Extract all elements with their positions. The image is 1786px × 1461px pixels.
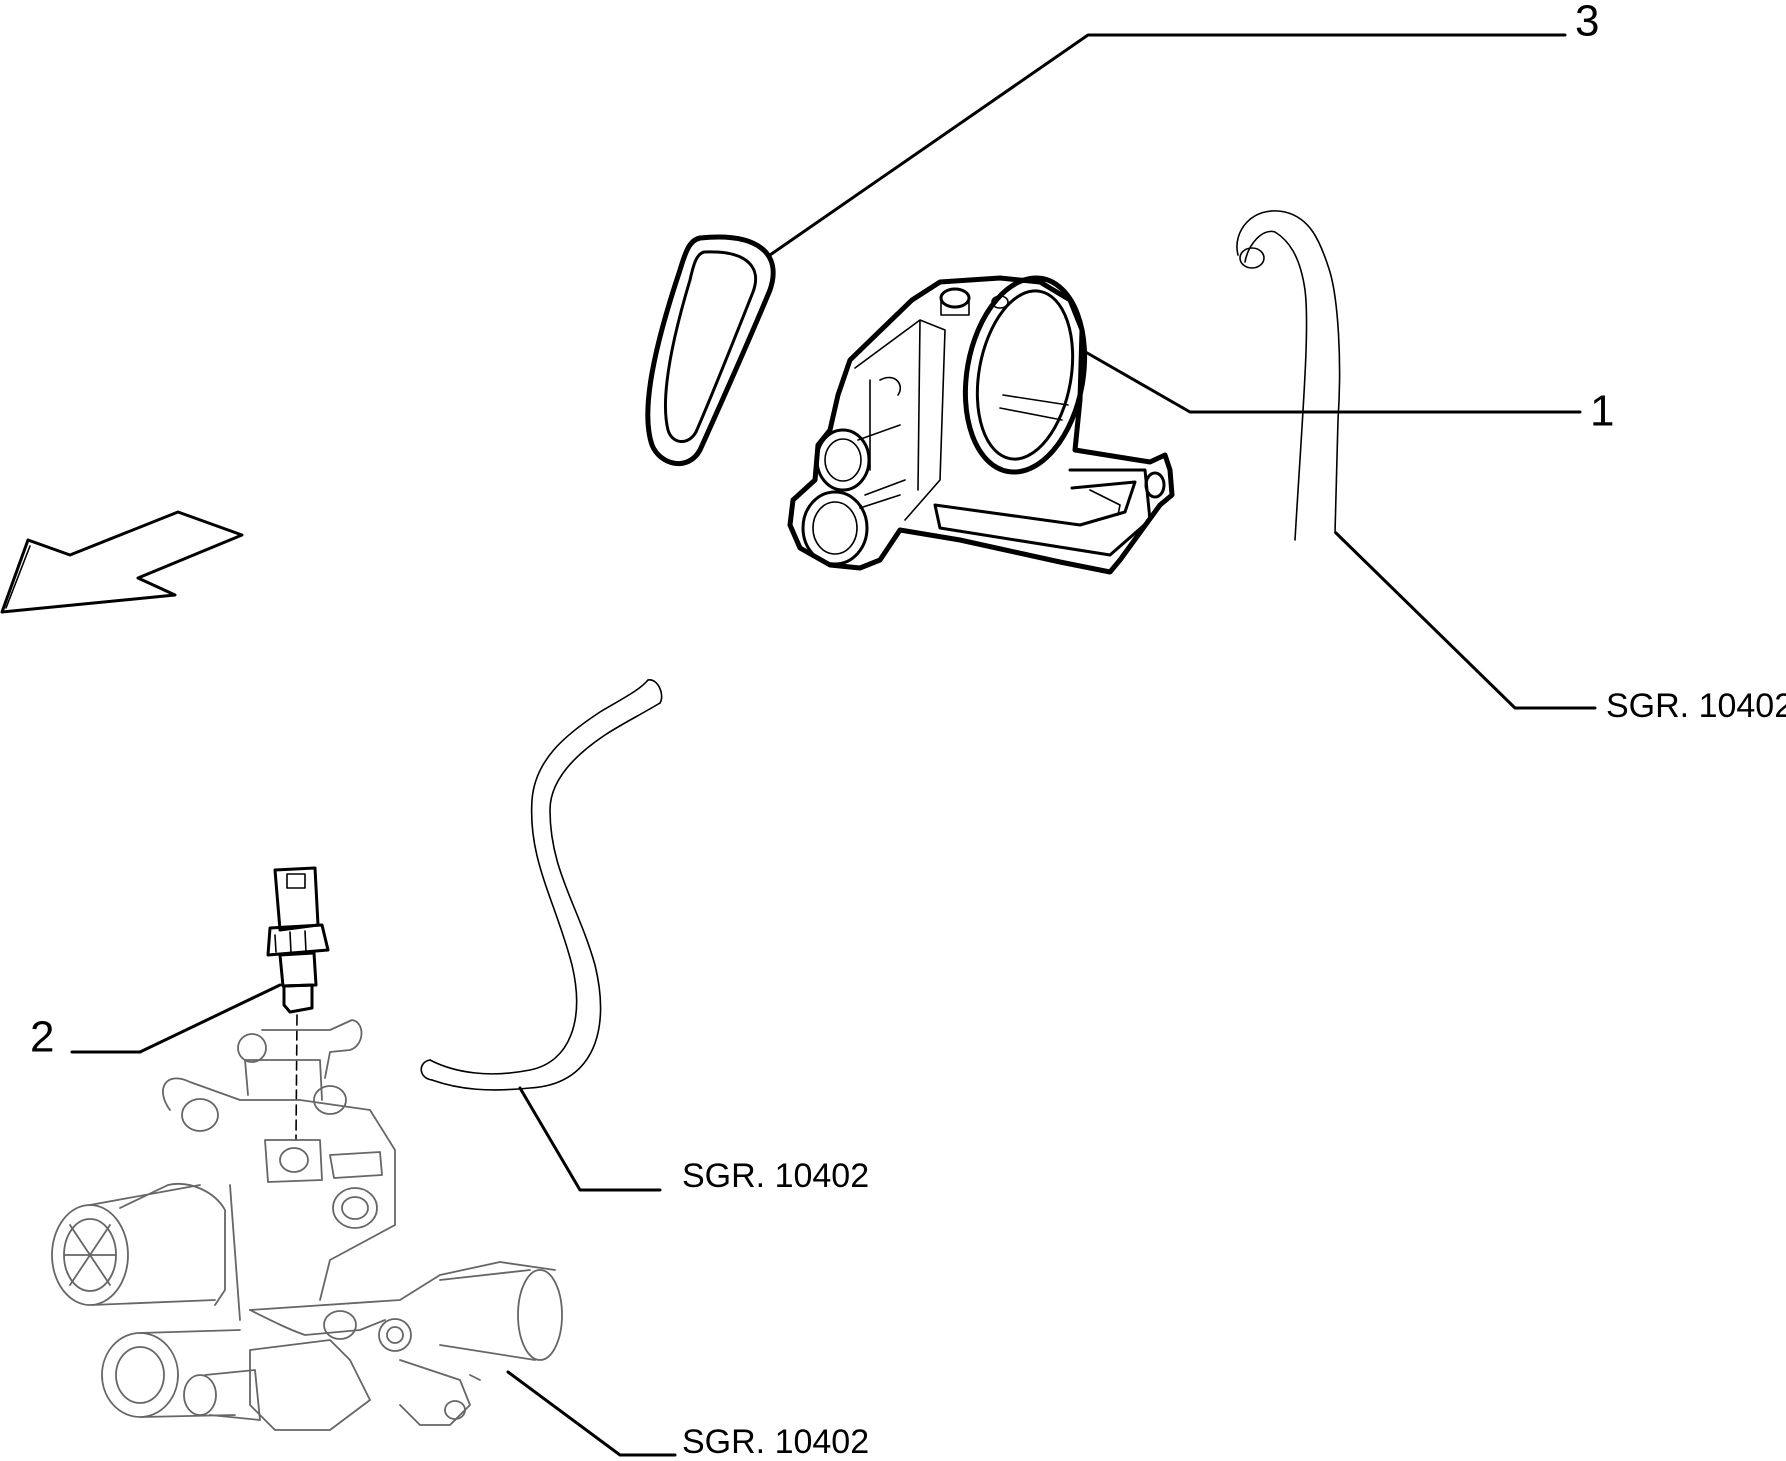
leader-line-ref-right <box>1334 531 1597 710</box>
gasket-ring[interactable] <box>645 234 776 467</box>
hose-middle <box>420 679 663 1091</box>
leader-line-1 <box>1080 348 1582 414</box>
reference-label-bottom: SGR. 10402 <box>682 1423 869 1461</box>
callout-number-1: 1 <box>1590 387 1614 436</box>
callout-number-2: 2 <box>30 1013 54 1062</box>
thermostat-housing <box>51 1019 563 1431</box>
direction-arrow <box>0 510 244 614</box>
leader-line-3 <box>768 33 1567 257</box>
sensor-axis-line <box>295 1014 298 1141</box>
reference-label-middle: SGR. 10402 <box>682 1157 869 1195</box>
callout-number-3: 3 <box>1575 0 1599 46</box>
throttle-body[interactable] <box>787 268 1175 575</box>
reference-label-right: SGR. 10402 <box>1606 687 1786 725</box>
temperature-sensor[interactable] <box>266 866 330 1014</box>
leader-line-ref-bottom <box>506 1370 677 1457</box>
hose-right <box>1236 210 1341 541</box>
leader-line-2 <box>70 983 282 1054</box>
leader-line-ref-middle <box>518 1086 662 1192</box>
